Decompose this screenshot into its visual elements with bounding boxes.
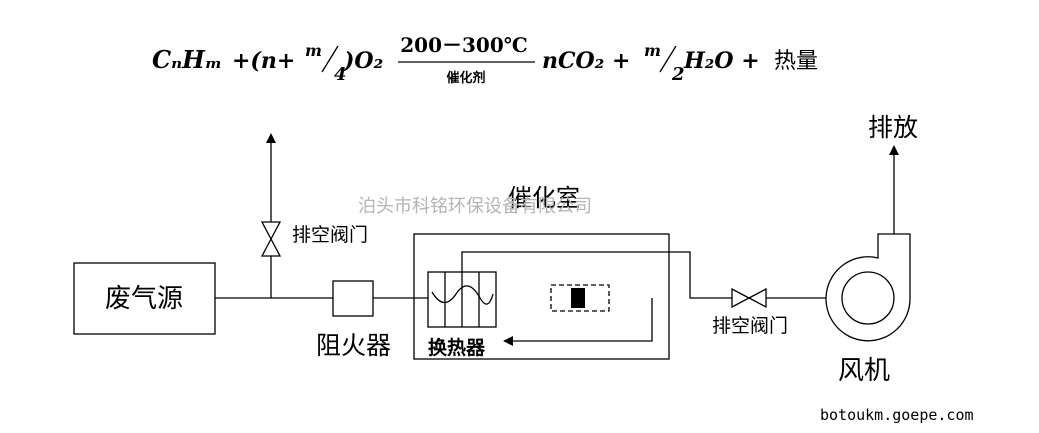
- equation-water: H₂O +: [683, 48, 760, 74]
- company-watermark: 泊头市科铭环保设备有限公司: [358, 196, 592, 217]
- catalyst-block: [571, 288, 585, 308]
- vent-valve-bottom-left-half: [731, 287, 751, 309]
- equation-slash-2: [659, 45, 677, 73]
- vent-valve-top-lower-half: [260, 237, 282, 257]
- vent-valve-top-label: 排空阀门: [292, 224, 368, 246]
- equation-oxygen: )O₂: [343, 48, 383, 74]
- catalytic-chamber-label: 催化室: [508, 184, 580, 212]
- equation-m-numerator: m: [305, 41, 322, 60]
- vent-valve-top-upper-half: [260, 221, 282, 241]
- fan: [825, 145, 911, 342]
- vent-valve-bottom-label: 排空阀门: [712, 315, 788, 337]
- fan-impeller: [841, 271, 895, 325]
- catalytic-chamber-box: [413, 233, 670, 360]
- heat-exchanger: [427, 271, 497, 328]
- equation-slash: [321, 45, 339, 73]
- equation-hydrocarbon: CₙHₘ: [152, 45, 222, 74]
- vent-valve-bottom-right-half: [747, 287, 767, 309]
- heat-exchanger-label: 换热器: [428, 336, 486, 359]
- waste-gas-source-label: 废气源: [105, 284, 183, 314]
- site-url: botoukm.goepe.com: [820, 406, 974, 424]
- return-flow-arrow: [503, 298, 653, 346]
- heat-exchanger-wave: [431, 285, 494, 305]
- flame-arrester-box: [332, 280, 374, 317]
- equation-heat: 热量: [774, 49, 818, 74]
- waste-gas-source-box: [73, 262, 216, 335]
- process-piping: [215, 133, 834, 346]
- vent-valve-top: [260, 221, 282, 257]
- equation-carbon-dioxide: nCO₂ +: [542, 48, 630, 74]
- vent-valve-bottom: [731, 287, 767, 309]
- equation-m-numerator-2: m: [644, 41, 661, 60]
- reaction-equation: CₙHₘ +(n+ m 4 )O₂ 200－300℃ 催化剂 nCO₂ + m …: [152, 33, 818, 86]
- equation-plus-open: +(n+: [232, 48, 295, 74]
- reaction-temperature: 200－300℃: [400, 33, 527, 57]
- fan-label: 风机: [838, 356, 890, 386]
- pipe-exchanger-to-valve: [461, 251, 732, 299]
- catalyst-bed: [550, 284, 610, 312]
- reaction-catalyst: 催化剂: [446, 70, 485, 86]
- exhaust-label: 排放: [868, 113, 918, 142]
- equation-four-denominator: 4: [334, 64, 347, 85]
- flame-arrester-label: 阻火器: [316, 331, 391, 360]
- equation-two-denominator: 2: [671, 64, 685, 85]
